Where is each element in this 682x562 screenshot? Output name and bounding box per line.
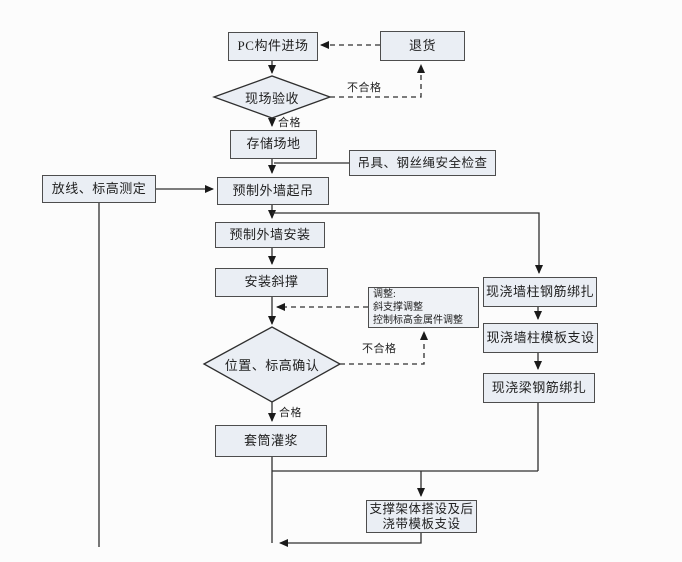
node-precast-wall-install-label: 预制外墙安装	[229, 226, 311, 242]
node-layout-elevation-survey: 放线、标高测定	[42, 175, 156, 203]
position-confirm-text: 位置、标高确认	[224, 357, 320, 373]
node-rigging-safety-check-label: 吊具、钢丝绳安全检查	[357, 155, 488, 170]
node-cast-wall-column-rebar: 现浇墙柱钢筋绑扎	[483, 277, 597, 307]
node-adjust-box: 调整: 斜支撑调整 控制标高金属件调整	[368, 287, 479, 328]
node-pc-arrival-label: PC构件进场	[237, 38, 309, 54]
support-frame-line1: 支撑架体搭设及后	[369, 502, 474, 517]
diamond-position-confirm-label: 位置、标高确认	[204, 352, 340, 376]
diamond-position-confirm	[202, 326, 342, 403]
node-install-diagonal-brace: 安装斜撑	[215, 268, 328, 297]
node-cast-wall-column-formwork: 现浇墙柱模板支设	[483, 323, 598, 353]
support-frame-line2: 浇带模板支设	[382, 516, 461, 531]
node-storage-yard: 存储场地	[230, 130, 317, 159]
adjust-box-line2: 斜支撑调整	[373, 302, 423, 313]
node-cast-wall-column-formwork-label: 现浇墙柱模板支设	[486, 329, 595, 345]
node-pc-arrival: PC构件进场	[228, 32, 318, 61]
node-cast-beam-rebar-label: 现浇梁钢筋绑扎	[491, 379, 587, 395]
node-sleeve-grouting-label: 套筒灌浆	[243, 432, 298, 448]
node-install-diagonal-brace-label: 安装斜撑	[244, 274, 299, 290]
edge-label-pass-top: 合格	[278, 117, 301, 129]
node-return-goods: 退货	[380, 31, 465, 61]
node-precast-wall-install: 预制外墙安装	[215, 222, 325, 248]
edge-branch-to-castcolumn	[272, 212, 543, 274]
diamond-site-acceptance-label: 现场验收	[214, 86, 330, 108]
node-cast-wall-column-rebar-label: 现浇墙柱钢筋绑扎	[485, 283, 594, 299]
node-support-frame: 支撑架体搭设及后 浇带模板支设	[366, 500, 477, 533]
node-precast-wall-hoisting: 预制外墙起吊	[217, 177, 329, 205]
edge-reject-to-return-dashed	[330, 64, 425, 98]
edge-label-pass-mid: 合格	[279, 407, 302, 419]
site-acceptance-text: 现场验收	[244, 90, 299, 106]
edge-label-reject-mid: 不合格	[362, 343, 397, 355]
diamond-site-acceptance	[212, 75, 332, 119]
node-sleeve-grouting: 套筒灌浆	[215, 425, 327, 457]
node-layout-elevation-survey-label: 放线、标高测定	[51, 180, 147, 196]
edge-supportframe-loop	[279, 533, 422, 547]
adjust-box-line3: 控制标高金属件调整	[373, 315, 463, 326]
node-cast-beam-rebar: 现浇梁钢筋绑扎	[483, 373, 595, 403]
node-rigging-safety-check: 吊具、钢丝绳安全检查	[349, 150, 496, 176]
edge-reject-to-adjust-dashed	[340, 331, 428, 365]
edge-label-reject-top: 不合格	[347, 82, 382, 94]
adjust-box-line1: 调整:	[373, 289, 396, 300]
node-return-goods-label: 退货	[408, 37, 436, 53]
node-storage-yard-label: 存储场地	[246, 136, 301, 152]
node-precast-wall-hoisting-label: 预制外墙起吊	[232, 182, 314, 198]
